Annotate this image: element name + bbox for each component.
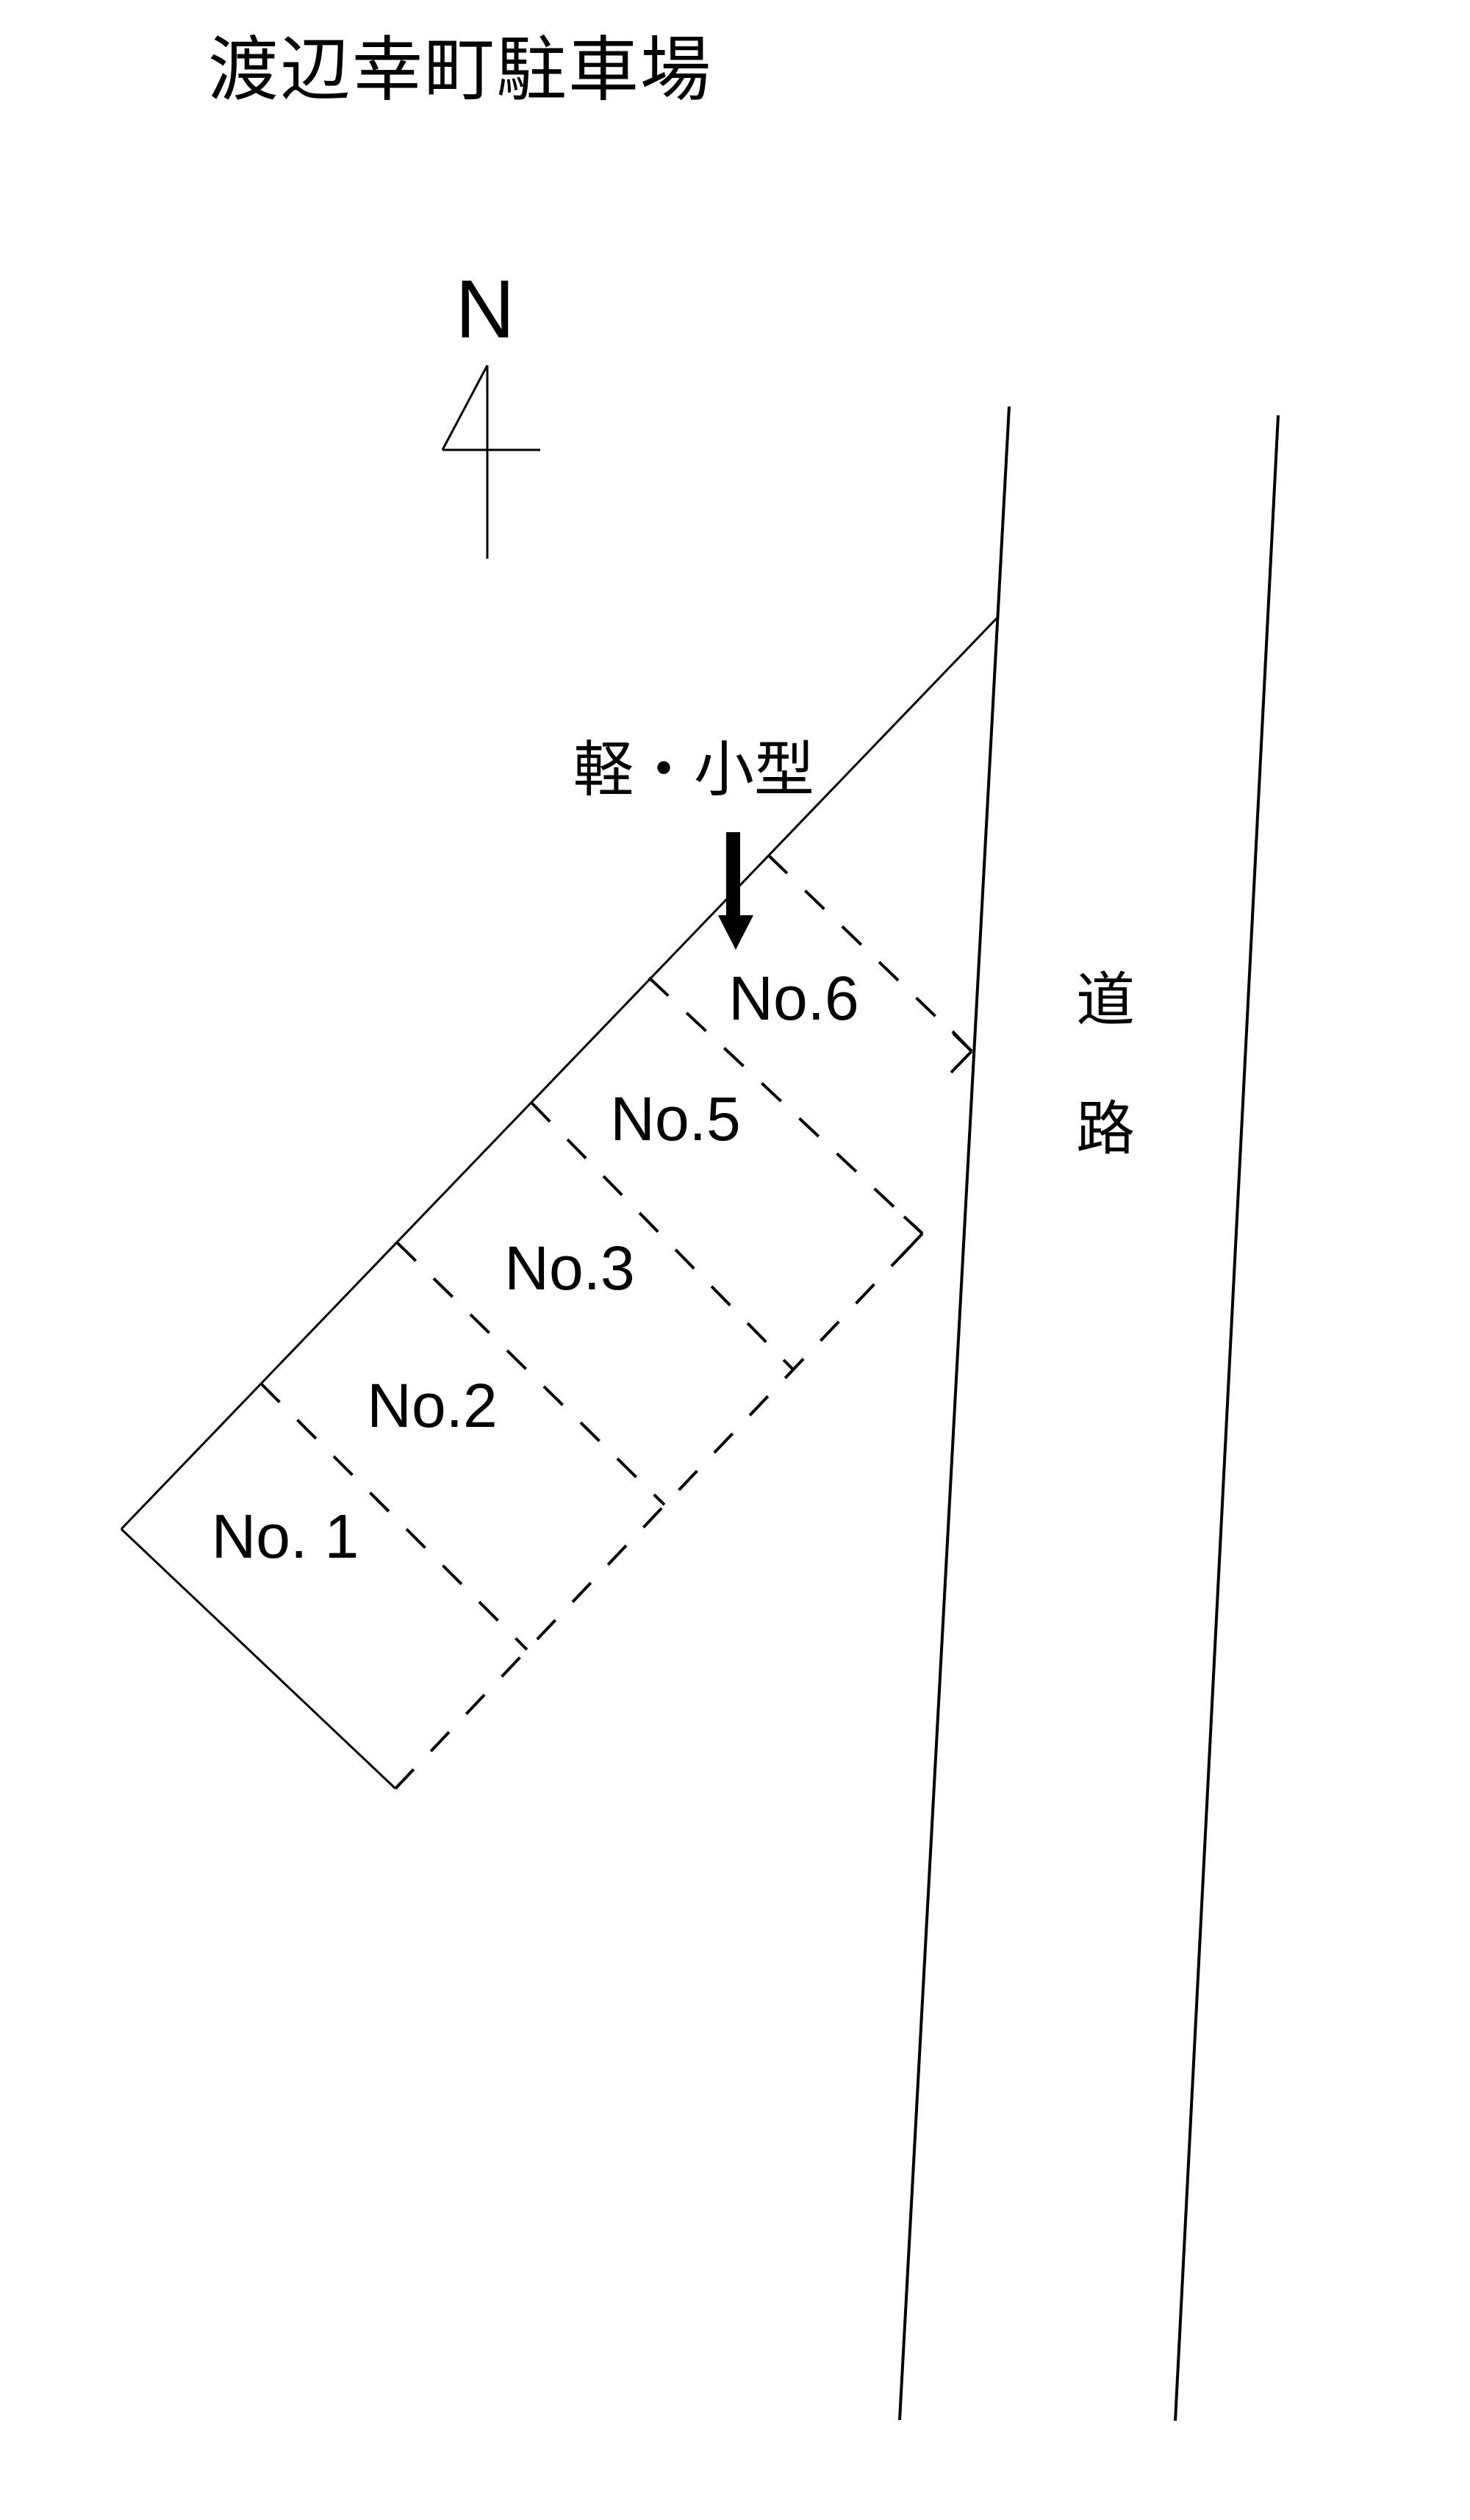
north-arrow-icon — [441, 365, 540, 559]
chevron-strip-corner-upper-dash — [903, 1215, 924, 1235]
space-label-no5: No.5 — [610, 1084, 741, 1153]
road-line-right — [1174, 415, 1280, 2421]
space-label-no2: No.2 — [367, 1371, 498, 1440]
north-label: N — [455, 263, 515, 355]
chevron-road-junction-upper-dash — [951, 1030, 973, 1053]
space-label-no1: No. 1 — [211, 1502, 359, 1571]
road-line-left — [898, 406, 1011, 2421]
divider-no5-no6 — [648, 976, 924, 1235]
divider-no3-no5 — [530, 1101, 795, 1371]
chevron-road-junction-lower-dash — [950, 1050, 973, 1074]
road-label-char-1: 道 — [1076, 967, 1135, 1033]
down-arrow-icon — [718, 832, 753, 950]
divider-no1-no2 — [259, 1382, 528, 1651]
lot-bottom-dashed-edge — [394, 1232, 924, 1790]
vehicle-type-label: 軽・小型 — [573, 737, 815, 803]
lot-boundary-line — [120, 616, 999, 1531]
space-label-no3: No.3 — [504, 1234, 635, 1303]
space-label-no6: No.6 — [728, 964, 859, 1033]
page-title: 渡辺幸町駐車場 — [208, 31, 712, 110]
lot-left-edge-line — [120, 1528, 397, 1790]
divider-no2-no3 — [395, 1241, 666, 1506]
road-label-char-2: 路 — [1076, 1096, 1135, 1161]
chevron-strip-corner-lower-dash — [898, 1232, 924, 1259]
dash-junction-chevrons — [898, 1030, 973, 1259]
